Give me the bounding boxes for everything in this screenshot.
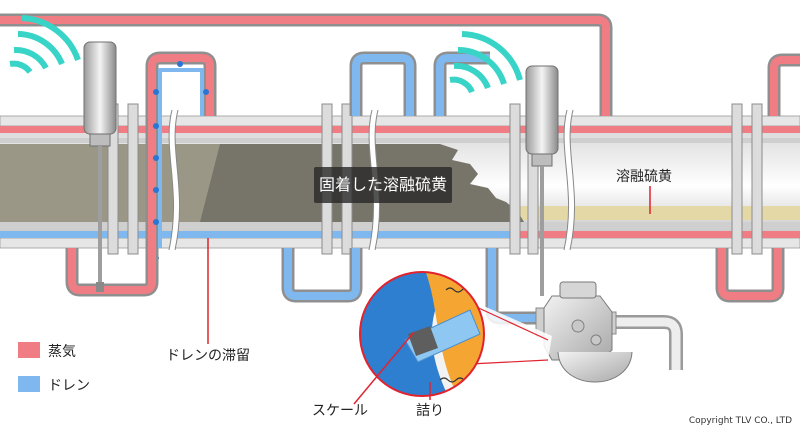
callout-lines <box>207 186 651 405</box>
sensor-right <box>525 65 559 296</box>
molten-sulfur-label: 溶融硫黄 <box>616 169 672 185</box>
wireless-waves-right <box>449 31 523 94</box>
legend-drain-label: ドレン <box>48 378 90 394</box>
sensor-left <box>83 41 117 292</box>
molten-sulfur-band <box>520 206 800 220</box>
legend-steam-label: 蒸気 <box>48 344 76 360</box>
legend-steam-swatch <box>18 342 40 358</box>
steam-trap <box>535 281 633 383</box>
wireless-waves-left <box>9 15 81 74</box>
copyright-text: Copyright TLV CO., LTD <box>688 416 792 426</box>
clogging-label: 詰り <box>416 403 444 419</box>
drain-stagnation-label: ドレンの滞留 <box>166 348 250 364</box>
steam-line <box>0 13 800 303</box>
scale-label: スケール <box>312 403 368 419</box>
legend-drain-swatch <box>18 376 40 392</box>
zoom-detail <box>359 271 552 397</box>
solidified-sulfur-label: 固着した溶融硫黄 <box>314 167 452 203</box>
